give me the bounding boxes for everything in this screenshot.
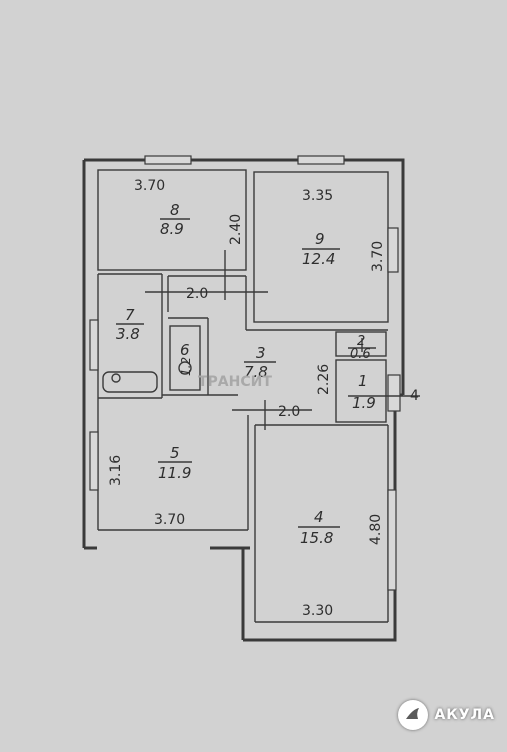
room-1-area: 1.9 <box>352 394 376 412</box>
room-5-number: 5 <box>170 444 180 462</box>
room-5: 5 11.9 3.16 3.70 <box>108 444 192 528</box>
watermark: ТРАНСИТ <box>198 374 272 390</box>
room-2-number: 2 <box>357 334 365 349</box>
room-2-area: 0.6 <box>350 347 371 362</box>
room-9: 3.35 9 12.4 3.70 <box>302 188 386 272</box>
room-7-number: 7 <box>125 306 135 324</box>
room-3-area: 7.8 <box>244 363 268 381</box>
windows <box>89 155 401 591</box>
room-4: 4 15.8 4.80 3.30 <box>298 508 384 619</box>
room-5-width: 3.70 <box>154 512 185 528</box>
section-mark: 4 <box>410 388 419 404</box>
room-5-area: 11.9 <box>158 464 191 482</box>
hall-height-dim: 2.26 <box>316 364 332 395</box>
room-9-height: 3.70 <box>370 241 386 272</box>
corridor-top-dim: 2.0 <box>186 286 208 302</box>
room-7: 7 3.8 <box>116 306 144 343</box>
room-4-height: 4.80 <box>368 514 384 545</box>
room-6-area: 1.2 <box>179 357 193 376</box>
room-5-height: 3.16 <box>108 455 124 486</box>
brand-badge: АКУЛА <box>398 700 495 730</box>
room-9-number: 9 <box>315 230 325 248</box>
room-6: 6 1.2 <box>179 341 193 376</box>
room-8-number: 8 <box>170 201 180 219</box>
room-3-number: 3 <box>256 344 266 362</box>
room-3: 3 7.8 ТРАНСИТ 2.26 <box>198 344 332 395</box>
brand-name: АКУЛА <box>434 707 495 723</box>
room-8-area: 8.9 <box>160 220 184 238</box>
corridor-bottom-dim: 2.0 <box>278 404 300 420</box>
room-4-area: 15.8 <box>300 529 333 547</box>
shark-icon <box>398 700 429 730</box>
toilet <box>178 361 192 375</box>
room-9-width: 3.35 <box>302 188 333 204</box>
room-7-area: 3.8 <box>116 325 140 343</box>
room-8-width: 3.70 <box>134 178 165 194</box>
room-8-height: 2.40 <box>228 214 244 245</box>
room-4-number: 4 <box>314 508 324 526</box>
room-8: 3.70 8 8.9 2.40 <box>134 178 244 245</box>
room-1: 1 1.9 4 <box>352 372 419 412</box>
room-1-number: 1 <box>358 372 368 390</box>
room-6-number: 6 <box>180 341 190 359</box>
room-9-area: 12.4 <box>302 250 335 268</box>
room-4-width: 3.30 <box>302 603 333 619</box>
dimension-ticks <box>145 250 420 430</box>
room-2: 2 0.6 <box>348 334 376 362</box>
bathtub <box>102 371 158 393</box>
